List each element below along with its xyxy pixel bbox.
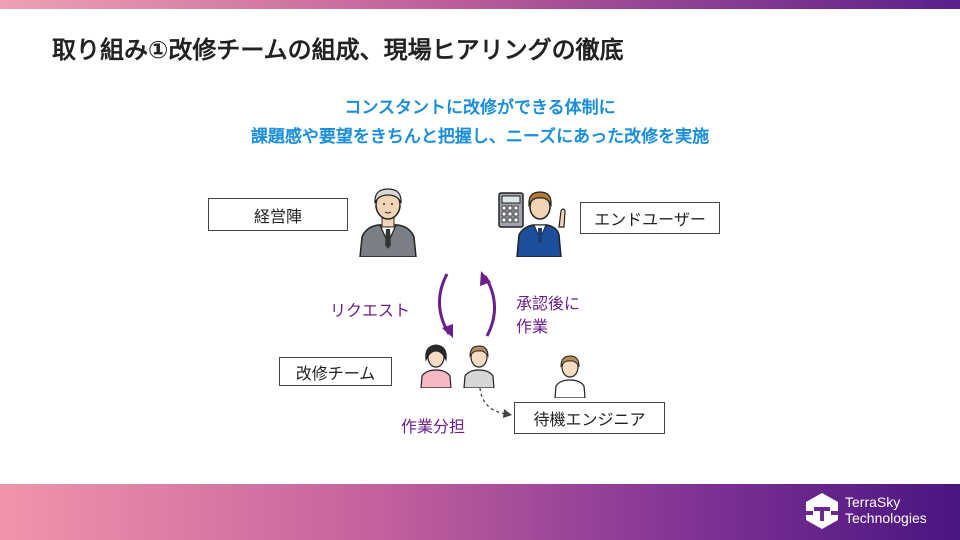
logo-line-1: TerraSky bbox=[845, 494, 901, 510]
end-user-icon bbox=[498, 191, 566, 257]
female-member-icon bbox=[420, 344, 452, 388]
logo-text: TerraSky Technologies bbox=[845, 494, 927, 526]
down-arrowhead-icon bbox=[442, 324, 453, 338]
team-label: 改修チーム bbox=[295, 363, 376, 383]
standby-engineer-icon bbox=[554, 355, 586, 398]
up-arrowhead-icon bbox=[480, 271, 491, 286]
logo-line-2: Technologies bbox=[845, 510, 927, 526]
slide-title: 取り組み①改修チームの組成、現場ヒアリングの徹底 bbox=[52, 36, 624, 64]
end-user-label: エンドユーザー bbox=[594, 210, 706, 229]
management-box: 経営陣 bbox=[208, 198, 348, 231]
top-gradient-bar bbox=[0, 0, 960, 9]
bottom-gradient-bar bbox=[0, 484, 960, 540]
subtitle-line-1: コンスタントに改修ができる体制に bbox=[344, 98, 616, 118]
standby-box: 待機エンジニア bbox=[514, 402, 665, 434]
management-label: 経営陣 bbox=[253, 206, 302, 226]
arrowhead-icon bbox=[503, 409, 512, 418]
work-split-label: 作業分担 bbox=[401, 417, 466, 436]
executive-icon bbox=[359, 188, 417, 257]
male-member-icon bbox=[463, 345, 495, 388]
dashed-arrow bbox=[479, 387, 512, 418]
cycle-arrows bbox=[437, 271, 497, 338]
approval-label-line-2: 作業 bbox=[516, 317, 549, 336]
subtitle-line-2: 課題感や要望をきちんと把握し、ニーズにあった改修を実施 bbox=[250, 127, 710, 147]
standby-label: 待機エンジニア bbox=[533, 410, 646, 429]
request-label: リクエスト bbox=[330, 301, 411, 320]
terrasky-logo-icon bbox=[806, 493, 838, 529]
approval-label-line-1: 承認後に bbox=[516, 294, 581, 313]
team-box: 改修チーム bbox=[279, 357, 392, 386]
end-user-box: エンドユーザー bbox=[580, 202, 720, 234]
